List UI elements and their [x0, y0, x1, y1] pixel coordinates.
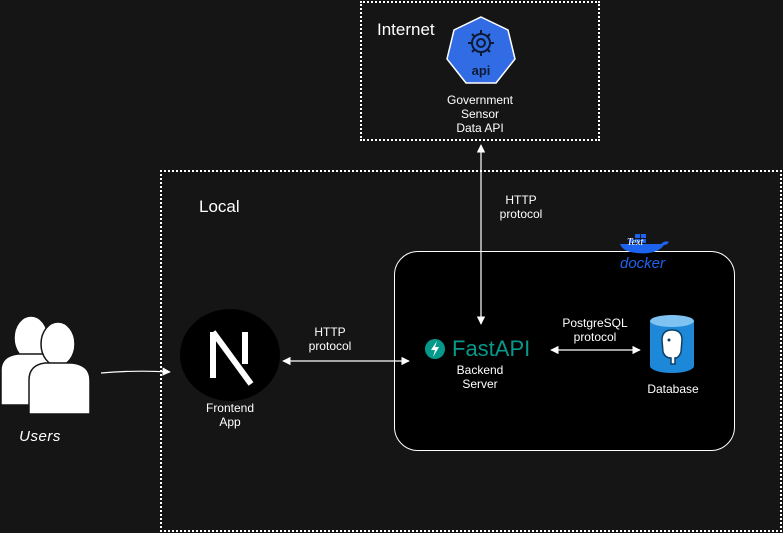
- label-line: Server: [462, 377, 498, 391]
- local-zone: [160, 170, 782, 532]
- label-line: App: [219, 415, 241, 429]
- database-label: Database: [647, 382, 699, 396]
- internet-zone-title: Internet: [377, 20, 435, 39]
- users-label: Users: [19, 428, 61, 445]
- label-line: Government: [446, 93, 514, 107]
- label-line: protocol: [308, 339, 352, 353]
- label-line: Frontend: [205, 401, 255, 415]
- nextjs-icon: [180, 309, 280, 401]
- label-line: protocol: [573, 330, 617, 344]
- users-frontend-arrow: [100, 367, 171, 376]
- docker-logo-text: docker: [620, 255, 666, 272]
- internet-backend-label: HTTP protocol: [490, 193, 552, 221]
- api-icon-text: api: [472, 63, 491, 78]
- label-line: PostgreSQL: [562, 316, 628, 330]
- government-api-label: Government Sensor Data API: [430, 93, 530, 135]
- postgres-database-icon: [650, 315, 694, 373]
- users-icon: [0, 315, 91, 415]
- local-zone-title: Local: [199, 197, 240, 216]
- label-line: protocol: [499, 207, 543, 221]
- label-line: HTTP: [505, 193, 537, 207]
- label-line: Backend: [456, 363, 504, 377]
- internet-zone: [360, 1, 600, 141]
- fastapi-logo-text: FastAPI: [452, 337, 530, 361]
- label-line: Data API: [456, 121, 504, 135]
- label-line: HTTP: [314, 325, 346, 339]
- api-icon: api: [446, 16, 516, 84]
- fastapi-logo: FastAPI: [425, 337, 530, 361]
- backend-database-label: PostgreSQL protocol: [552, 316, 638, 344]
- backend-label: Backend Server: [440, 363, 520, 391]
- docker-text-overlay: Text: [627, 237, 644, 248]
- label-line: Sensor: [460, 107, 500, 121]
- frontend-label: Frontend App: [190, 401, 270, 429]
- frontend-backend-label: HTTP protocol: [299, 325, 361, 353]
- docker-whale-icon: Text: [620, 234, 669, 254]
